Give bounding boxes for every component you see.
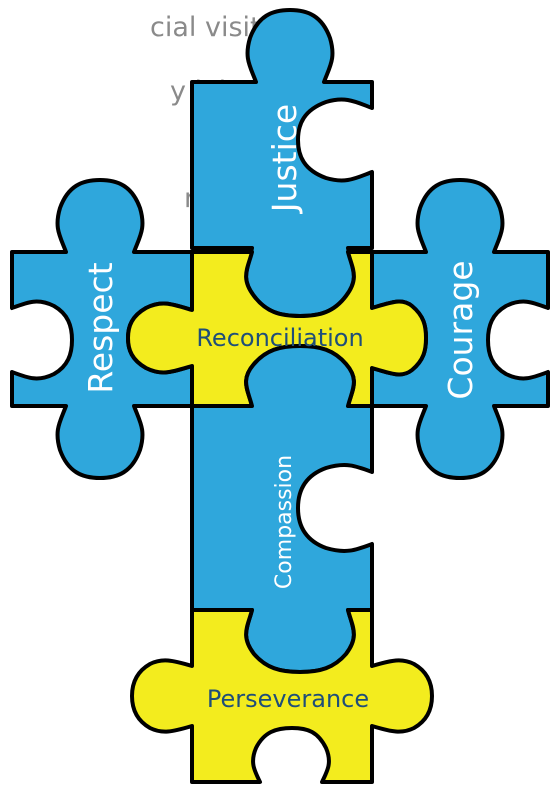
label-reconciliation: Reconciliation <box>196 324 363 352</box>
label-perseverance: Perseverance <box>207 685 369 713</box>
label-courage: Courage <box>441 260 480 399</box>
label-justice: Justice <box>265 104 304 214</box>
label-compassion: Compassion <box>272 455 297 589</box>
label-respect: Respect <box>81 262 120 393</box>
